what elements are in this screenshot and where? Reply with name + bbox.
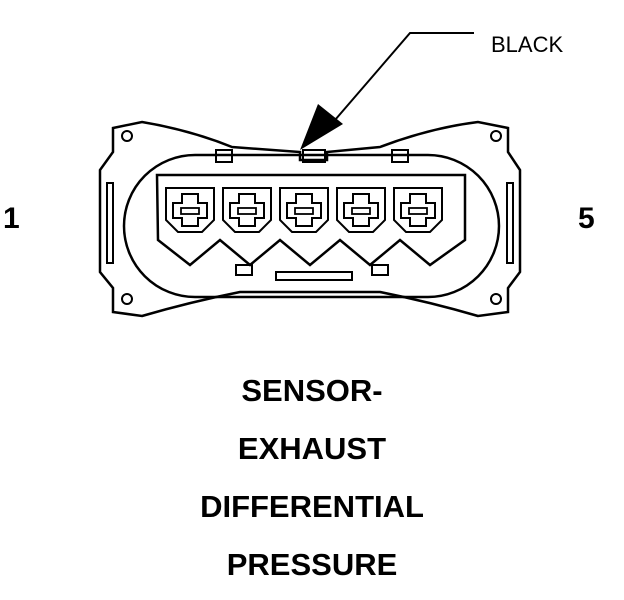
component-title: SENSOR- EXHAUST DIFFERENTIAL PRESSURE <box>0 362 624 594</box>
title-line-3: DIFFERENTIAL <box>200 489 424 524</box>
terminal-cavity-outline <box>155 173 467 267</box>
inner-shroud <box>122 153 501 299</box>
terminal-pin-3 <box>279 187 329 233</box>
pin-5-label: 5 <box>578 202 595 235</box>
side-slot-right <box>506 182 514 264</box>
terminal-pin-5 <box>393 187 443 233</box>
side-slot-left <box>106 182 114 264</box>
pin-1-label: 1 <box>3 202 20 235</box>
terminal-pin-1 <box>165 187 215 233</box>
callout-leader-line <box>334 32 474 121</box>
callout-arrowhead <box>300 104 343 150</box>
mounting-hole-bottom-left <box>121 293 133 305</box>
bottom-key-left <box>235 264 253 276</box>
mounting-hole-bottom-right <box>490 293 502 305</box>
title-line-4: PRESSURE <box>226 547 398 582</box>
wire-color-callout: BLACK <box>491 32 563 57</box>
terminal-pin-2 <box>222 187 272 233</box>
title-line-1: SENSOR- <box>241 373 383 408</box>
terminal-pin-4 <box>336 187 386 233</box>
mounting-hole-top-right <box>490 130 502 142</box>
connector-housing <box>98 120 522 318</box>
connector-diagram: BLACK 1 5 <box>3 32 595 318</box>
title-line-2: EXHAUST <box>237 431 387 466</box>
bottom-key-right <box>371 264 389 276</box>
mounting-hole-top-left <box>121 130 133 142</box>
terminal-group <box>165 187 443 233</box>
bottom-key-center <box>275 271 353 281</box>
